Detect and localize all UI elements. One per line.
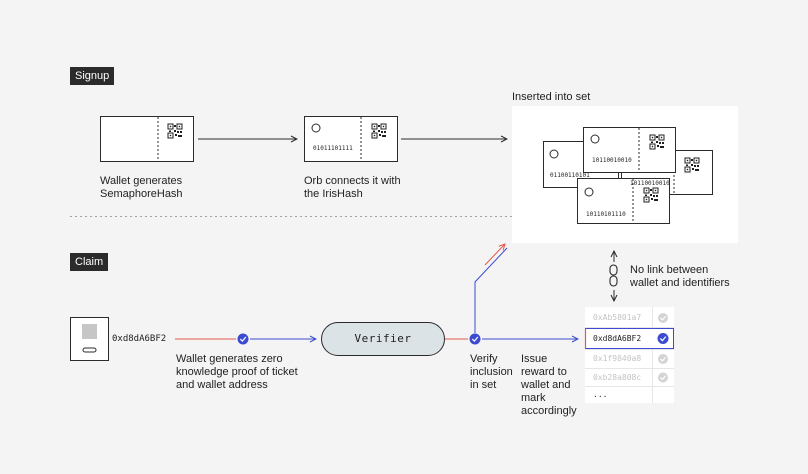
verifier-node: Verifier	[321, 322, 445, 356]
caption-line: Issue	[521, 353, 548, 365]
broken-link-icon	[609, 264, 618, 287]
verify-caption: Verify inclusion in set	[470, 353, 513, 392]
orb-ticket	[304, 116, 398, 162]
set-lookup-arrow	[484, 244, 505, 266]
wallet-device	[70, 317, 109, 361]
set-ticket-bits: 10110010010	[592, 157, 632, 164]
caption-line: and wallet address	[176, 379, 268, 391]
caption-line: Orb connects it with	[304, 175, 401, 187]
address-item: 0xb28a808c	[593, 373, 642, 382]
set-ticket-bits: 10110010010	[630, 180, 670, 187]
wallet-ticket	[100, 116, 194, 162]
caption-line: Verify	[470, 353, 498, 365]
caption-line: SemaphoreHash	[100, 188, 183, 200]
verify-line-blue	[474, 247, 508, 333]
wallet-caption: Wallet generates SemaphoreHash	[100, 175, 183, 201]
verify-check-dot	[469, 333, 481, 345]
set-ticket-bits: 01100110101	[550, 172, 590, 179]
set-ticket-front-top	[583, 127, 676, 173]
address-item: 0xAb5801a7	[593, 313, 642, 322]
check-icon	[658, 313, 668, 323]
address-item: 0x1f9840a8	[593, 354, 642, 363]
caption-line: accordingly	[521, 405, 577, 417]
set-title: Inserted into set	[512, 91, 591, 103]
caption-line: wallet and identifiers	[630, 277, 730, 289]
wallet-button-icon	[82, 347, 97, 353]
blurred-qr-icon	[82, 324, 97, 339]
set-ticket-front-bottom	[577, 178, 670, 224]
caption-line: Wallet generates zero	[176, 353, 283, 365]
caption-line: the IrisHash	[304, 188, 363, 200]
caption-line: knowledge proof of ticket	[176, 366, 298, 378]
caption-line: in set	[470, 379, 497, 391]
no-link-caption: No link between wallet and identifiers	[630, 264, 730, 290]
caption-line: Wallet generates	[100, 175, 183, 187]
orb-caption: Orb connects it with the IrisHash	[304, 175, 401, 201]
caption-line: reward to	[521, 366, 567, 378]
address-item-highlighted: 0xd8dA6BF2	[593, 334, 642, 343]
set-ticket-bits: 10110101110	[586, 211, 626, 218]
section-tag-claim: Claim	[70, 253, 109, 271]
check-icon	[658, 372, 668, 383]
section-tag-signup: Signup	[70, 67, 115, 85]
caption-line: mark	[521, 392, 546, 404]
proof-check-dot	[237, 333, 249, 345]
address-item-ellipsis: ...	[593, 390, 608, 399]
wallet-address: 0xd8dA6BF2	[112, 334, 167, 344]
issue-caption: Issue reward to wallet and mark accordin…	[521, 353, 577, 418]
iris-circle-icon	[311, 123, 321, 133]
orb-ticket-bits: 01011101111	[313, 145, 353, 152]
check-icon	[658, 354, 668, 364]
check-icon	[657, 333, 669, 344]
caption-line: inclusion	[470, 366, 513, 378]
proof-caption: Wallet generates zero knowledge proof of…	[176, 353, 298, 392]
caption-line: wallet and	[521, 379, 571, 391]
caption-line: No link between	[630, 264, 709, 276]
address-list	[584, 307, 674, 403]
